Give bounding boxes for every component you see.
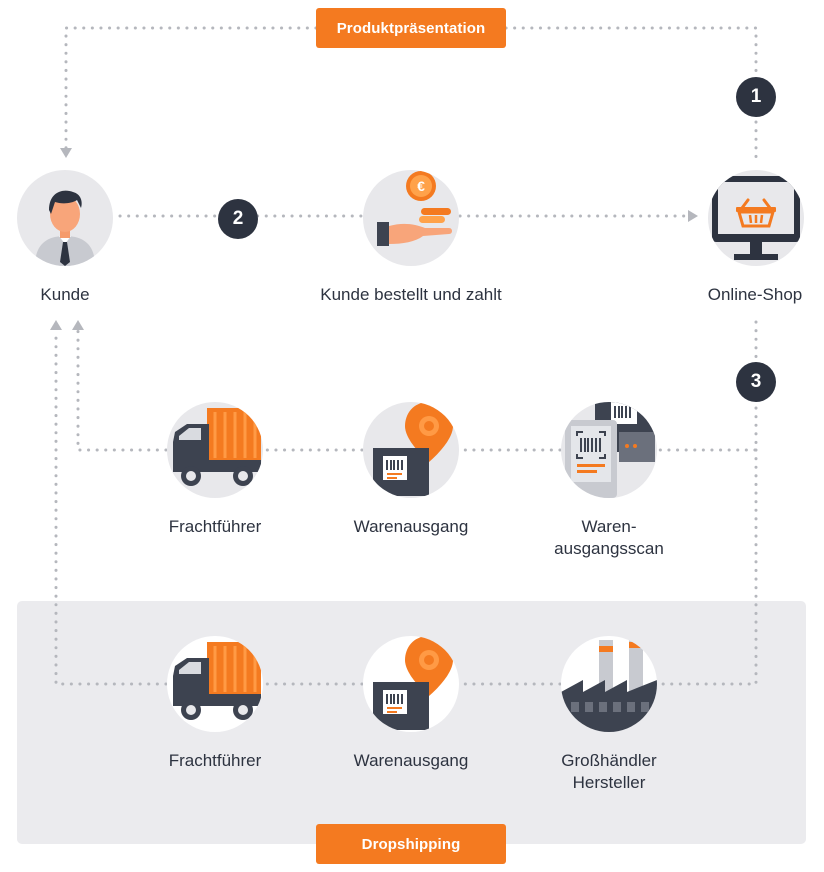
package-location-pin-icon	[363, 636, 459, 732]
factory-icon	[561, 636, 657, 732]
label-scan: Waren- ausgangsscan	[554, 517, 664, 558]
truck-icon	[167, 636, 263, 732]
connector-presentation-right	[504, 26, 758, 162]
step-badge-1: 1	[736, 77, 776, 117]
connector-carrier-to-kunde	[76, 328, 168, 452]
arrow-down-to-kunde	[60, 148, 72, 158]
hand-euro-coins-icon: €	[363, 170, 459, 266]
label-kunde: Kunde	[40, 285, 90, 304]
label-wholesaler: Großhändler Hersteller	[561, 751, 657, 792]
pill-dropshipping: Dropshipping	[316, 824, 506, 864]
label-carrier-dropshipping: Frachtführer	[168, 751, 262, 770]
connector-carrier-ds-to-kunde	[54, 328, 168, 686]
arrow-up-to-kunde-inner	[72, 320, 84, 330]
label-outgoing-dropshipping: Warenausgang	[353, 751, 469, 770]
arrow-right-to-shop	[688, 210, 698, 222]
step-badge-2: 2	[218, 199, 258, 239]
label-order: Kunde bestellt und zahlt	[320, 285, 502, 304]
pill-product-presentation: Produktpräsentation	[316, 8, 506, 48]
arrow-up-to-kunde-outer	[50, 320, 62, 330]
step-badge-3: 3	[736, 362, 776, 402]
connector-presentation-left	[64, 26, 318, 150]
barcode-scanner-icon	[561, 402, 657, 498]
label-carrier: Frachtführer	[168, 517, 262, 536]
label-outgoing: Warenausgang	[353, 517, 469, 536]
monitor-basket-icon	[708, 170, 804, 266]
truck-icon	[167, 402, 263, 498]
label-online-shop: Online-Shop	[707, 285, 803, 304]
connector-shop-to-wholesaler	[658, 448, 758, 686]
package-location-pin-icon	[363, 402, 459, 498]
svg-text:€: €	[417, 178, 425, 194]
person-icon	[17, 170, 113, 266]
